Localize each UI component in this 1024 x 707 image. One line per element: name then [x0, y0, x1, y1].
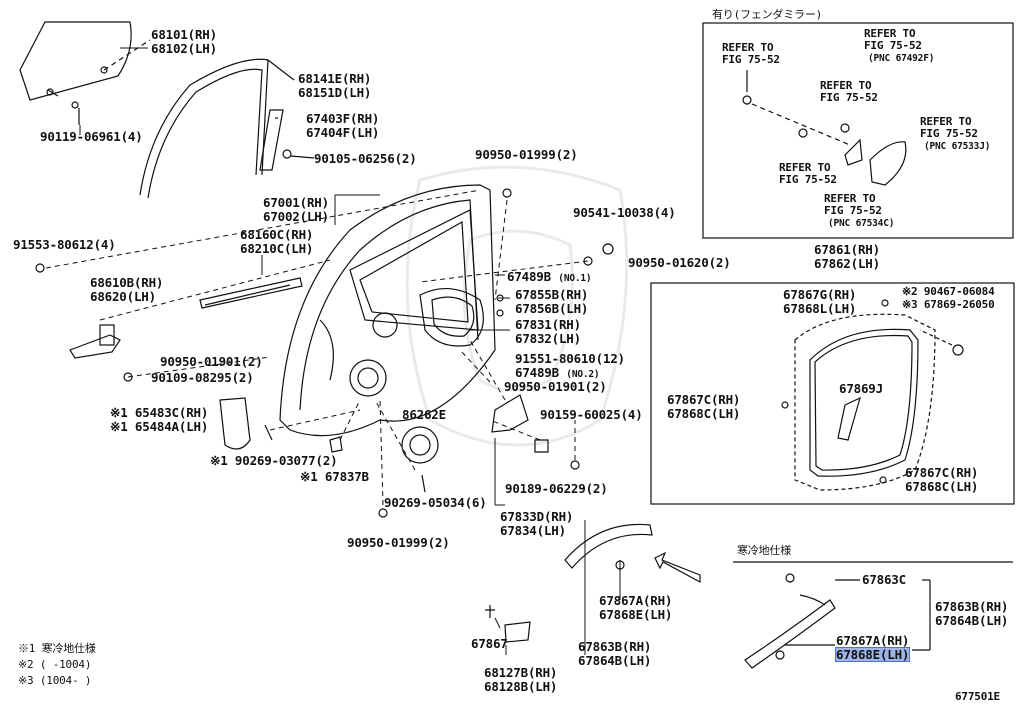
part-67403f[interactable]: 67403F(RH) [306, 111, 380, 126]
part-90109[interactable]: 90109-08295(2) [151, 370, 254, 385]
leader-lines [45, 189, 589, 506]
part-91551[interactable]: 91551-80610(12) [515, 351, 625, 366]
solid-leaders [79, 47, 621, 655]
part-67831[interactable]: 67831(RH) [515, 317, 581, 332]
part-90950-01901-right[interactable]: 90950-01901(2) [504, 379, 607, 394]
part-67856b[interactable]: 67856B(LH) [515, 301, 589, 316]
part-68151d[interactable]: 68151D(LH) [298, 85, 372, 100]
part-65484a[interactable]: ※1 65484A(LH) [110, 419, 209, 434]
part-68128b[interactable]: 68128B(LH) [484, 679, 558, 694]
part-90950-01999-top[interactable]: 90950-01999(2) [475, 147, 578, 162]
part-67837b[interactable]: ※1 67837B [300, 469, 369, 484]
refer-4a[interactable]: REFER TO [920, 115, 972, 128]
note-3: ※3 (1004- ) [18, 674, 92, 687]
refer-3a[interactable]: REFER TO [820, 79, 872, 92]
part-67002[interactable]: 67002(LH) [263, 209, 329, 224]
part-67864b-lower[interactable]: 67864B(LH) [578, 653, 652, 668]
refer-2b[interactable]: FIG 75-52 [864, 39, 922, 52]
part-90269-03077[interactable]: ※1 90269-03077(2) [210, 453, 338, 468]
door-check-drawing [35, 263, 133, 382]
part-68620[interactable]: 68620(LH) [90, 289, 156, 304]
note-2: ※2 ( -1004) [18, 658, 92, 671]
door-lock-drawing [419, 287, 504, 347]
part-68610b[interactable]: 68610B(RH) [90, 275, 164, 290]
part-68210c[interactable]: 68210C(LH) [240, 241, 314, 256]
part-67855b[interactable]: 67855B(RH) [515, 287, 589, 302]
part-67862[interactable]: 67862(LH) [814, 256, 880, 271]
refer-3b[interactable]: FIG 75-52 [820, 91, 878, 104]
part-90119[interactable]: 90119-06961(4) [40, 129, 143, 144]
part-90950-01620[interactable]: 90950-01620(2) [628, 255, 731, 270]
part-90159[interactable]: 90159-60025(4) [540, 407, 643, 422]
part-67867a-cold[interactable]: 67867A(RH) [836, 633, 910, 648]
part-86262e[interactable]: 86262E [402, 407, 446, 422]
part-67867c-right[interactable]: 67867C(RH) [905, 465, 979, 480]
part-67868e-cold-highlighted[interactable]: 67868E(LH) [834, 647, 911, 662]
weatherstrip-box [650, 282, 1015, 505]
cold-area-drawing [733, 561, 1013, 669]
refer-5a[interactable]: REFER TO [779, 161, 831, 174]
refer-4c: (PNC 67533J) [924, 141, 991, 152]
door-glass-drawing [19, 21, 151, 125]
fender-mirror-box [702, 22, 1014, 239]
part-90950-01901-left[interactable]: 90950-01901(2) [160, 354, 263, 369]
part-67867g[interactable]: 67867G(RH) [783, 287, 857, 302]
division-bar-drawing [259, 109, 315, 171]
refer-2a[interactable]: REFER TO [864, 27, 916, 40]
refer-6c: (PNC 67534C) [828, 218, 895, 229]
part-67863b-cold[interactable]: 67863B(RH) [935, 599, 1009, 614]
part-68160c[interactable]: 68160C(RH) [240, 227, 314, 242]
part-67489b-no1[interactable]: 67489B (NO.1) [507, 269, 592, 284]
refer-6b[interactable]: FIG 75-52 [824, 204, 882, 217]
glass-run-drawing [139, 58, 295, 199]
refer-5b[interactable]: FIG 75-52 [779, 173, 837, 186]
part-67868c-left[interactable]: 67868C(LH) [667, 406, 741, 421]
lower-weatherstrip [485, 523, 701, 643]
part-67404f[interactable]: 67404F(LH) [306, 125, 380, 140]
note-1: ※1 寒冷地仕様 [18, 642, 96, 655]
part-67868c-right[interactable]: 67868C(LH) [905, 479, 979, 494]
part-68127b[interactable]: 68127B(RH) [484, 665, 558, 680]
part-90105[interactable]: 90105-06256(2) [314, 151, 417, 166]
part-90189[interactable]: 90189-06229(2) [505, 481, 608, 496]
part-67833d[interactable]: 67833D(RH) [500, 509, 574, 524]
part-67867a-lower[interactable]: 67867A(RH) [599, 593, 673, 608]
part-67869-26050[interactable]: ※3 67869-26050 [902, 298, 995, 311]
part-68141e[interactable]: 68141E(RH) [298, 71, 372, 86]
part-68102[interactable]: 68102(LH) [151, 41, 217, 56]
part-67863c[interactable]: 67863C [862, 572, 906, 587]
part-67489b-no2[interactable]: 67489B (NO.2) [515, 365, 600, 380]
refer-1a[interactable]: REFER TO [722, 41, 774, 54]
part-67863b-lower[interactable]: 67863B(RH) [578, 639, 652, 654]
part-90269-05034[interactable]: 90269-05034(6) [384, 495, 487, 510]
filler-parts-drawing [219, 188, 614, 518]
part-91553[interactable]: 91553-80612(4) [13, 237, 116, 252]
fender-mirror-title: 有り(フェンダミラー) [712, 8, 823, 21]
part-67869j[interactable]: 67869J [839, 381, 883, 396]
part-67868l[interactable]: 67868L(LH) [783, 301, 857, 316]
part-67861[interactable]: 67861(RH) [814, 242, 880, 257]
part-67867c-left[interactable]: 67867C(RH) [667, 392, 741, 407]
part-68101[interactable]: 68101(RH) [151, 27, 217, 42]
cold-area-title: 寒冷地仕様 [737, 544, 791, 557]
refer-1b[interactable]: FIG 75-52 [722, 53, 780, 66]
figure-id: 677501E [955, 690, 1000, 703]
part-65483c[interactable]: ※1 65483C(RH) [110, 405, 209, 420]
refer-2c: (PNC 67492F) [868, 53, 935, 64]
refer-4b[interactable]: FIG 75-52 [920, 127, 978, 140]
part-67868e-lower[interactable]: 67868E(LH) [599, 607, 673, 622]
part-90467-06084[interactable]: ※2 90467-06084 [902, 285, 995, 298]
part-67834[interactable]: 67834(LH) [500, 523, 566, 538]
refer-6a[interactable]: REFER TO [824, 192, 876, 205]
part-67864b-cold[interactable]: 67864B(LH) [935, 613, 1009, 628]
part-67832[interactable]: 67832(LH) [515, 331, 581, 346]
part-90950-01999-bottom[interactable]: 90950-01999(2) [347, 535, 450, 550]
part-90541[interactable]: 90541-10038(4) [573, 205, 676, 220]
part-67001[interactable]: 67001(RH) [263, 195, 329, 210]
part-67867[interactable]: 67867 [471, 636, 508, 651]
